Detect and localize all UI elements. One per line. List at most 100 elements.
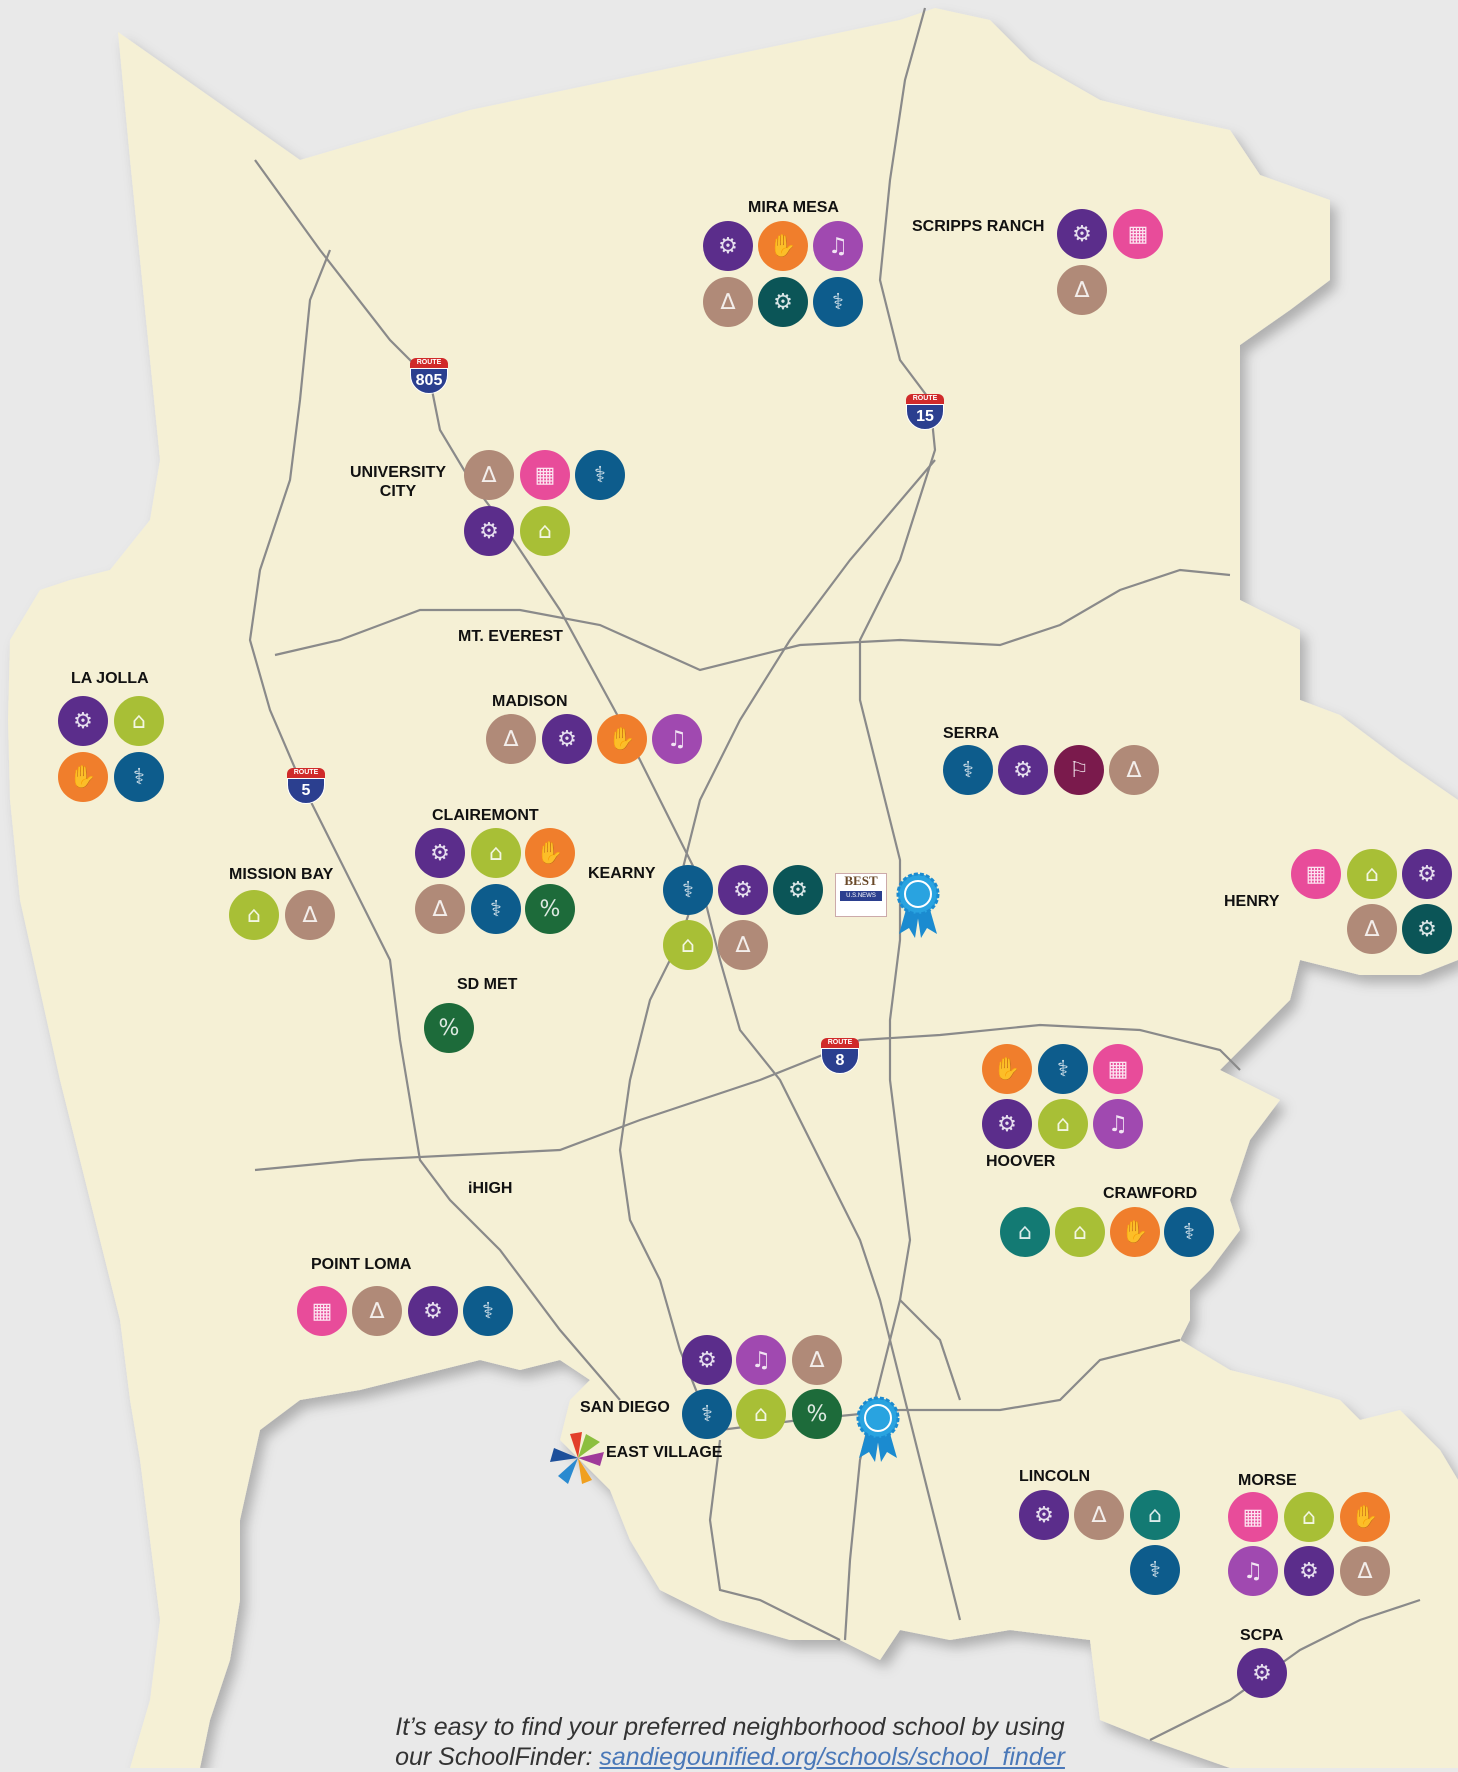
stage-icon: ♫	[813, 221, 863, 271]
stethoscope-icon: ⚕	[682, 1389, 732, 1439]
school-label-scripps-ranch: SCRIPPS RANCH	[912, 218, 1045, 235]
blocks-icon: ▦	[1113, 209, 1163, 259]
stethoscope-icon: ⚕	[114, 752, 164, 802]
blocks-icon: ▦	[297, 1286, 347, 1336]
currency-icon: %	[525, 884, 575, 934]
blocks-icon: ▦	[520, 450, 570, 500]
blocks-icon: ▦	[1228, 1492, 1278, 1542]
school-label-scpa: SCPA	[1240, 1627, 1284, 1644]
chef-hat-icon: ⌂	[1130, 1490, 1180, 1540]
compass-icon: ∆	[1340, 1546, 1390, 1596]
school-finder-link[interactable]: sandiegounified.org/schools/school_finde…	[599, 1743, 1065, 1771]
film-reel-icon: ⚙	[408, 1286, 458, 1336]
school-label-point-loma: POINT LOMA	[311, 1256, 412, 1273]
school-label-sd-met: SD MET	[457, 976, 518, 993]
caption-text-2: our SchoolFinder:	[395, 1743, 600, 1771]
school-label-serra: SERRA	[943, 725, 1000, 742]
blocks-icon: ▦	[1291, 849, 1341, 899]
hands-icon: ✋	[1340, 1492, 1390, 1542]
compass-icon: ∆	[1057, 265, 1107, 315]
hands-icon: ✋	[58, 752, 108, 802]
blocks-icon: ▦	[1093, 1044, 1143, 1094]
film-reel-icon: ⚙	[58, 696, 108, 746]
hands-icon: ✋	[758, 221, 808, 271]
compass-icon: ∆	[486, 714, 536, 764]
film-reel-icon: ⚙	[998, 745, 1048, 795]
stethoscope-icon: ⚕	[663, 865, 713, 915]
stage-icon: ♫	[652, 714, 702, 764]
hands-icon: ✋	[597, 714, 647, 764]
stethoscope-icon: ⚕	[471, 884, 521, 934]
road-harbor	[708, 1439, 841, 1641]
mouse-icon: ⌂	[520, 506, 570, 556]
school-label-mission-bay: MISSION BAY	[229, 866, 334, 883]
stethoscope-icon: ⚕	[813, 277, 863, 327]
currency-icon: %	[792, 1389, 842, 1439]
compass-icon: ∆	[285, 890, 335, 940]
school-label-university-city: UNIVERSITY CITY	[350, 464, 447, 500]
stage-icon: ♫	[1093, 1099, 1143, 1149]
mouse-icon: ⌂	[229, 890, 279, 940]
mouse-icon: ⌂	[736, 1389, 786, 1439]
compass-icon: ∆	[464, 450, 514, 500]
school-label-clairemont: CLAIREMONT	[432, 807, 539, 824]
gears-icon: ⚙	[773, 865, 823, 915]
compass-icon: ∆	[1109, 745, 1159, 795]
east-village-star-icon	[550, 1432, 604, 1484]
school-label-kearny: KEARNY	[588, 865, 656, 882]
film-reel-icon: ⚙	[1019, 1490, 1069, 1540]
sr52-road	[274, 568, 1231, 672]
handshake-icon: ⚐	[1054, 745, 1104, 795]
film-reel-icon: ⚙	[682, 1335, 732, 1385]
mouse-icon: ⌂	[1038, 1099, 1088, 1149]
school-label-henry: HENRY	[1224, 893, 1280, 910]
film-reel-icon: ⚙	[703, 221, 753, 271]
compass-icon: ∆	[1074, 1490, 1124, 1540]
route-805-shield: ROUTE 805	[410, 358, 448, 398]
school-label-east-village: EAST VILLAGE	[606, 1444, 723, 1461]
stethoscope-icon: ⚕	[1130, 1545, 1180, 1595]
stethoscope-icon: ⚕	[575, 450, 625, 500]
i8-road	[254, 1023, 1241, 1172]
hands-icon: ✋	[982, 1044, 1032, 1094]
film-reel-icon: ⚙	[1237, 1648, 1287, 1698]
film-reel-icon: ⚙	[464, 506, 514, 556]
school-label-hoover: HOOVER	[986, 1153, 1056, 1170]
award-ribbon-icon	[856, 1396, 900, 1462]
compass-icon: ∆	[792, 1335, 842, 1385]
mouse-icon: ⌂	[471, 828, 521, 878]
school-label-crawford: CRAWFORD	[1103, 1185, 1198, 1202]
road-east	[899, 1299, 962, 1401]
currency-icon: %	[424, 1003, 474, 1053]
route-15-shield: ROUTE 15	[906, 394, 944, 434]
school-label-morse: MORSE	[1238, 1472, 1297, 1489]
film-reel-icon: ⚙	[1402, 849, 1452, 899]
map-caption: It’s easy to find your preferred neighbo…	[240, 1712, 1220, 1772]
school-label-madison: MADISON	[492, 693, 568, 710]
hands-icon: ✋	[525, 828, 575, 878]
school-label-mira-mesa: MIRA MESA	[748, 199, 839, 216]
stage-icon: ♫	[1228, 1546, 1278, 1596]
caption-text: It’s easy to find your preferred neighbo…	[395, 1713, 1065, 1741]
film-reel-icon: ⚙	[718, 865, 768, 915]
film-reel-icon: ⚙	[415, 828, 465, 878]
film-reel-icon: ⚙	[1284, 1546, 1334, 1596]
chef-hat-icon: ⌂	[1000, 1207, 1050, 1257]
school-label-mt-everest: MT. EVEREST	[458, 628, 563, 645]
school-label-ihigh: iHIGH	[468, 1180, 513, 1197]
mouse-icon: ⌂	[663, 920, 713, 970]
compass-icon: ∆	[703, 277, 753, 327]
compass-icon: ∆	[415, 884, 465, 934]
hands-icon: ✋	[1110, 1207, 1160, 1257]
best-schools-badge: BEST U.S.NEWS	[835, 873, 887, 917]
compass-icon: ∆	[718, 920, 768, 970]
route-8-shield: ROUTE 8	[821, 1038, 859, 1078]
stage-icon: ♫	[736, 1335, 786, 1385]
school-label-la-jolla: LA JOLLA	[71, 670, 149, 687]
mouse-icon: ⌂	[1347, 849, 1397, 899]
film-reel-icon: ⚙	[1057, 209, 1107, 259]
mouse-icon: ⌂	[1055, 1207, 1105, 1257]
stethoscope-icon: ⚕	[943, 745, 993, 795]
i5-road	[248, 249, 621, 1401]
mouse-icon: ⌂	[1284, 1492, 1334, 1542]
